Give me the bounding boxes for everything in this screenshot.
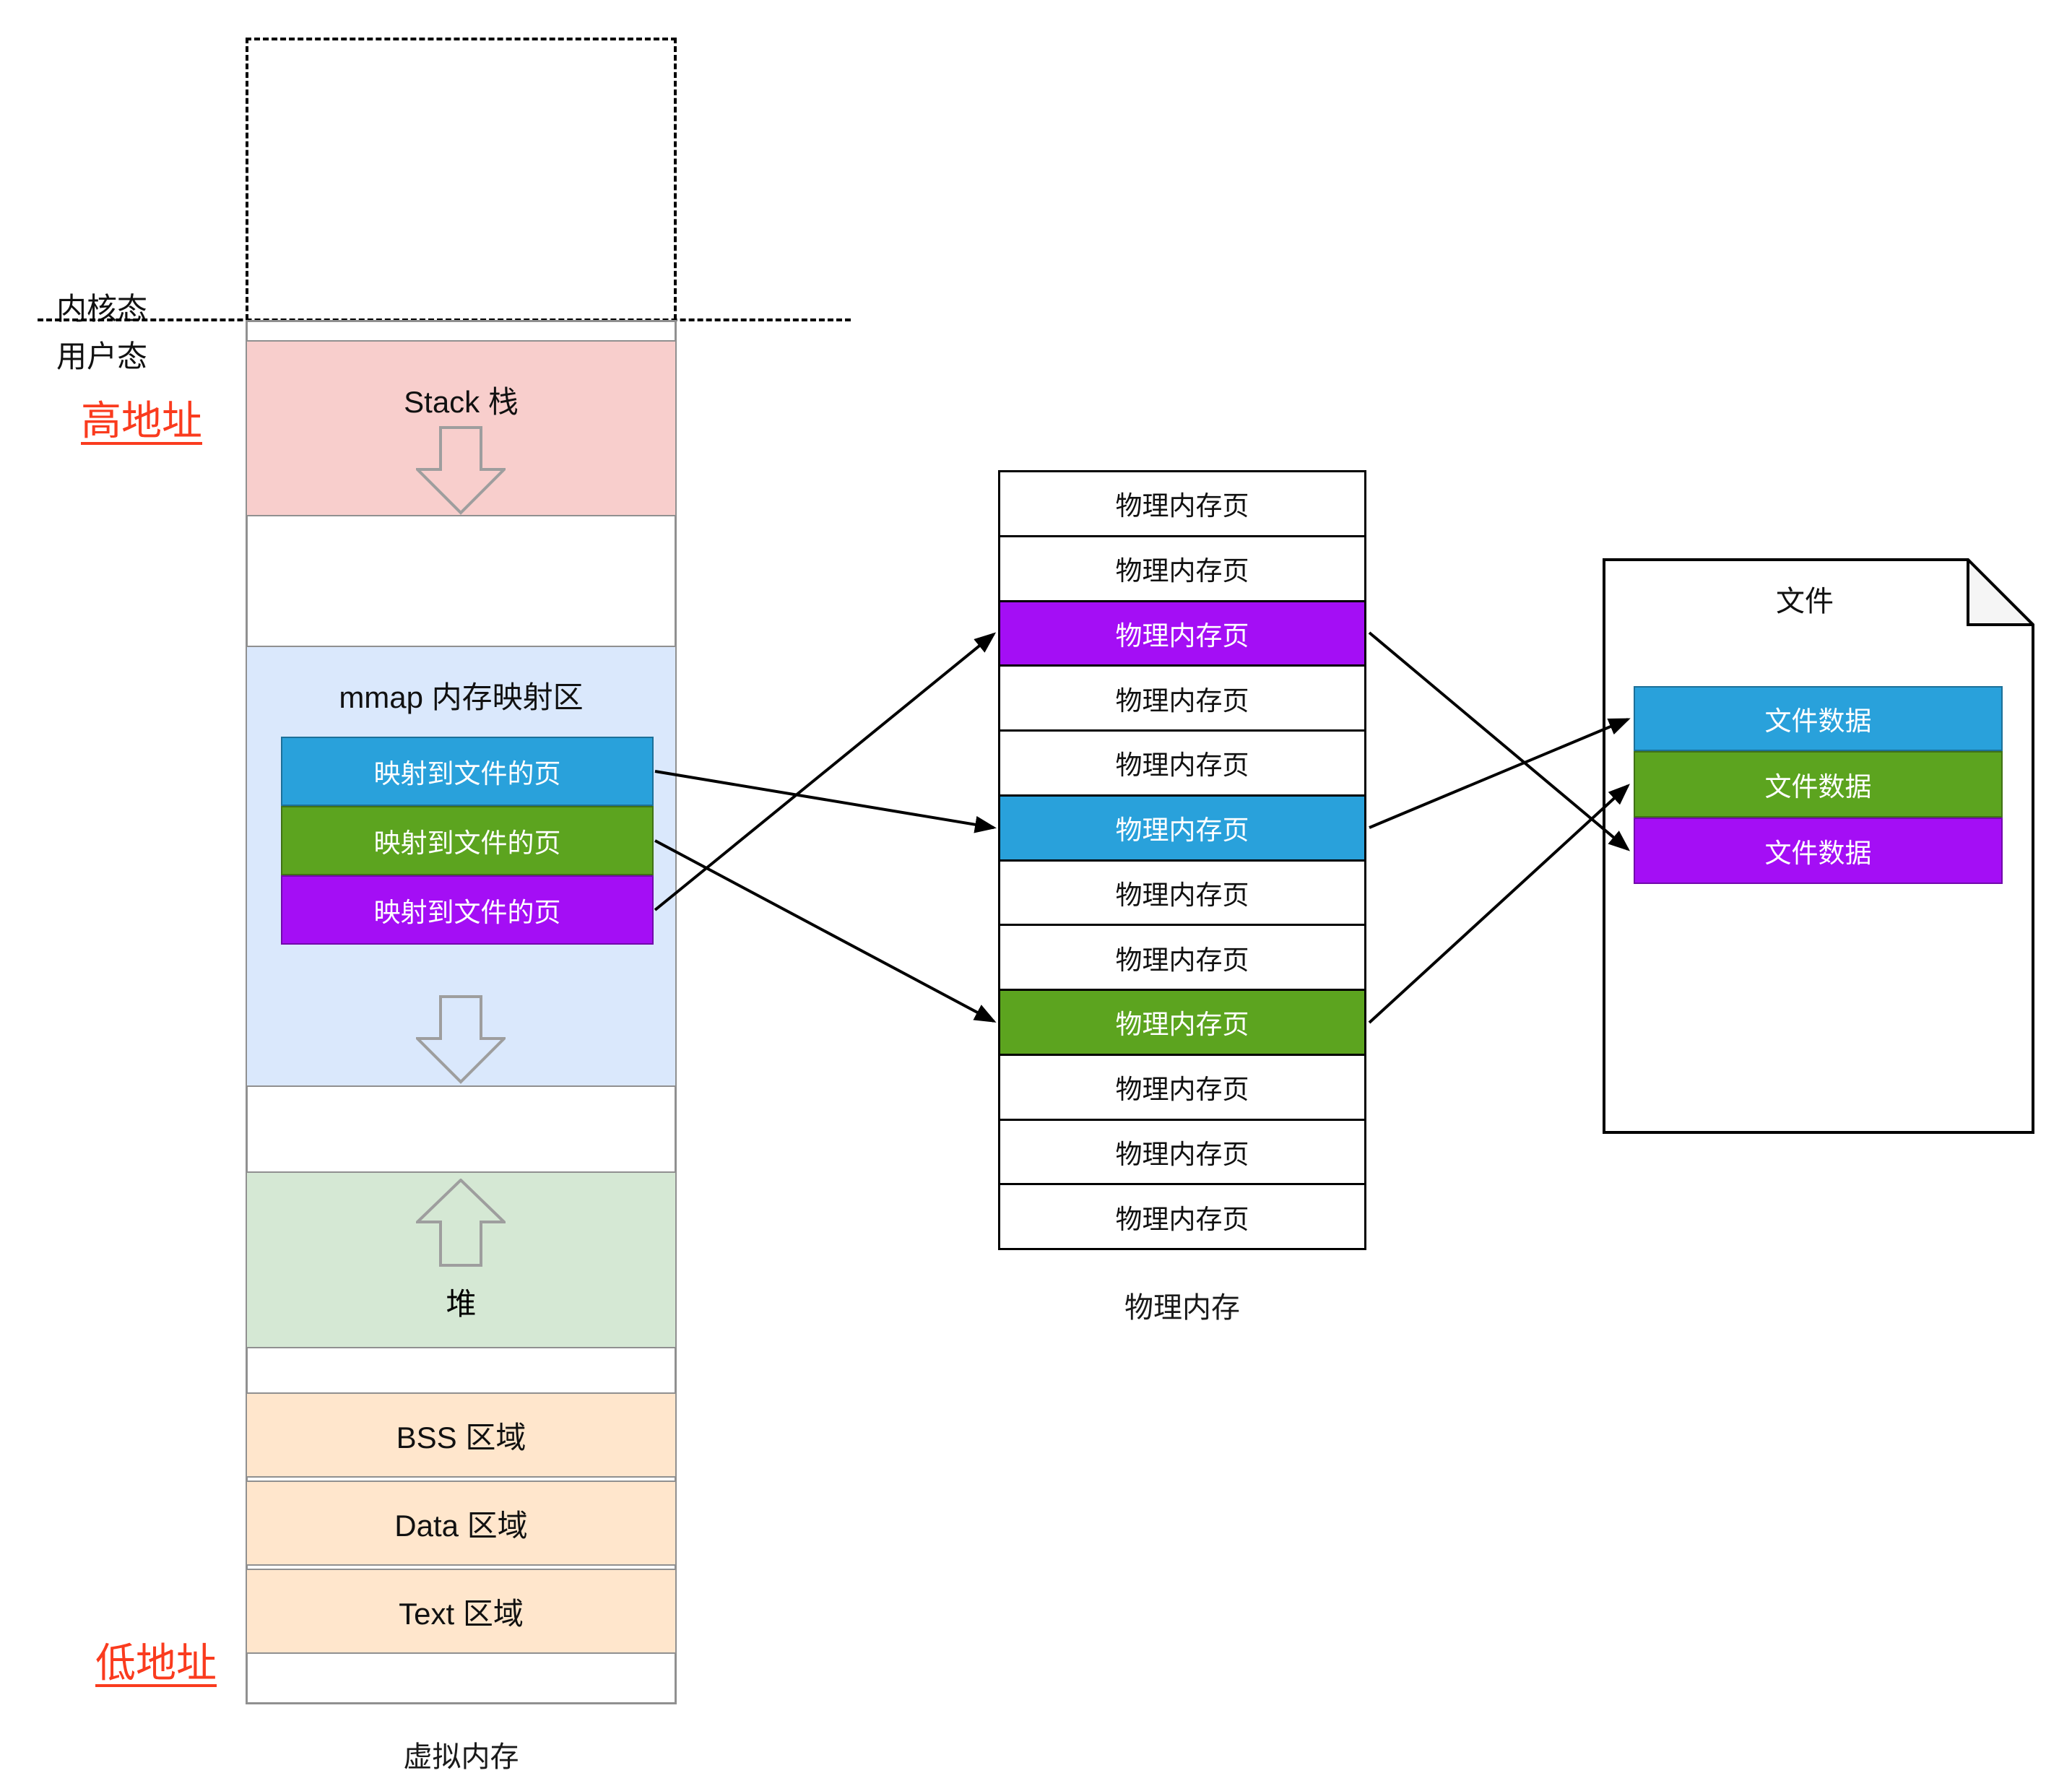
arrow-bluepage-to-physical (654, 770, 997, 833)
stack-grow-down-arrow-icon (416, 426, 506, 515)
physical-page-row: 物理内存页 (1000, 472, 1364, 537)
file-data-blue: 文件数据 (1634, 686, 2003, 751)
file-data-green: 文件数据 (1634, 751, 2003, 818)
heap-section (246, 1171, 677, 1348)
physical-page-row: 物理内存页 (1000, 1185, 1364, 1248)
heap-grow-up-arrow-icon (416, 1179, 506, 1267)
kernel-space-box (246, 38, 677, 320)
bss-label: BSS 区域 (396, 1420, 526, 1455)
heap-label: 堆 (446, 1287, 477, 1321)
data-segment: Data 区域 (246, 1481, 677, 1566)
file-data-purple: 文件数据 (1634, 818, 2003, 884)
physical-memory-caption: 物理内存 (1124, 1292, 1240, 1324)
physical-page-row-purple: 物理内存页 (1000, 602, 1364, 667)
high-address-label: 高地址 (81, 398, 202, 443)
text-label: Text 区域 (399, 1596, 524, 1631)
arrow-physical-to-file-green (1368, 784, 1630, 1024)
physical-page-row: 物理内存页 (1000, 926, 1364, 991)
arrow-physical-to-file-purple (1368, 631, 1631, 851)
physical-page-row: 物理内存页 (1000, 537, 1364, 602)
user-mode-label: 用户态 (56, 339, 148, 373)
physical-page-row: 物理内存页 (1000, 732, 1364, 797)
data-label: Data 区域 (394, 1508, 528, 1543)
virtual-memory-caption: 虚拟内存 (403, 1741, 519, 1773)
bss-segment: BSS 区域 (246, 1392, 677, 1478)
physical-page-row-blue: 物理内存页 (1000, 796, 1364, 862)
physical-memory-table: 物理内存页 物理内存页 物理内存页 物理内存页 物理内存页 物理内存页 物理内存… (998, 470, 1366, 1250)
mapped-page-purple: 映射到文件的页 (281, 875, 654, 945)
text-segment: Text 区域 (246, 1569, 677, 1654)
mapped-page-blue: 映射到文件的页 (281, 737, 654, 806)
stack-section: Stack 栈 (246, 340, 677, 516)
physical-page-row: 物理内存页 (1000, 861, 1364, 927)
physical-page-row: 物理内存页 (1000, 667, 1364, 732)
mmap-grow-down-arrow-icon (416, 995, 506, 1084)
mmap-label: mmap 内存映射区 (339, 680, 584, 714)
mapped-page-green: 映射到文件的页 (281, 806, 654, 875)
arrow-greenpage-to-physical (654, 839, 997, 1023)
physical-page-row: 物理内存页 (1000, 1120, 1364, 1186)
physical-page-row: 物理内存页 (1000, 1055, 1364, 1121)
stack-label: Stack 栈 (404, 385, 519, 419)
arrow-physical-to-file-blue (1369, 718, 1631, 829)
low-address-label: 低地址 (95, 1640, 217, 1686)
arrow-purplepage-to-physical (654, 632, 997, 911)
file-title: 文件 (1776, 586, 1834, 617)
physical-page-row-green: 物理内存页 (1000, 991, 1364, 1056)
